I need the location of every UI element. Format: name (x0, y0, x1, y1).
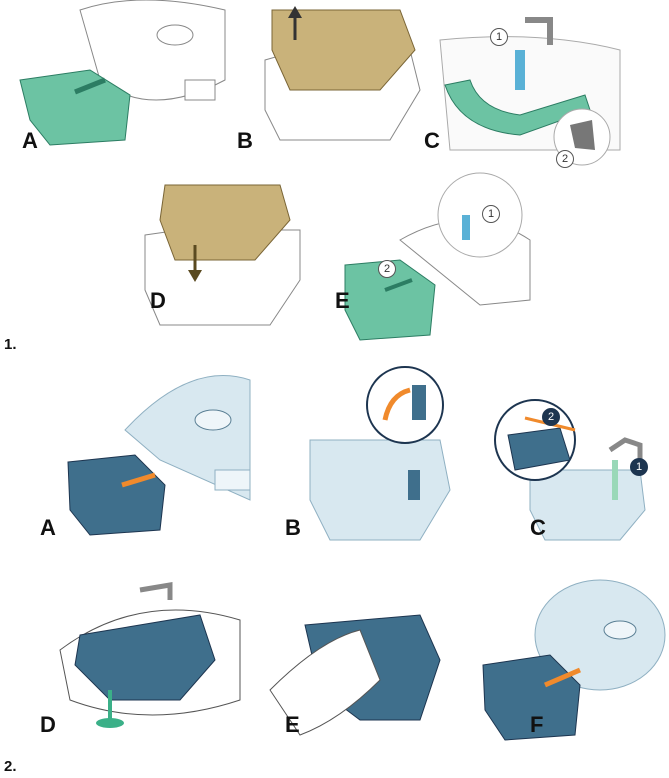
s2-step-e-illustration (269, 614, 441, 736)
s1-e-callout-2: 2 (378, 260, 396, 278)
s1-step-b-label: B (237, 128, 253, 153)
s2-step-b-label: B (285, 515, 301, 540)
s2-step-f-illustration (482, 579, 666, 741)
s2-step-d-label: D (40, 712, 56, 737)
s2-step-a-illustration (67, 375, 251, 536)
s2-step-d-illustration (59, 582, 241, 728)
s1-e-callout-1: 1 (482, 205, 500, 223)
s2-step-a-label: A (40, 515, 56, 540)
s1-step-e-illustration (344, 172, 531, 341)
s1-step-d-illustration (144, 184, 301, 326)
s1-c-callout-1: 1 (490, 28, 508, 46)
s1-step-e-label: E (335, 288, 350, 313)
s2-step-e-label: E (285, 712, 300, 737)
s2-step-f-label: F (530, 712, 544, 737)
s1-step-c-label: C (424, 128, 440, 153)
s2-c-callout-1: 1 (630, 458, 648, 476)
s1-step-c-illustration (439, 17, 621, 166)
s1-step-a-illustration (19, 0, 226, 146)
s1-c-callout-2: 2 (556, 150, 574, 168)
s1-step-a-label: A (22, 128, 38, 153)
section-1-number: 1. (4, 336, 17, 353)
s2-step-c-illustration (494, 399, 646, 541)
s2-step-b-illustration (309, 366, 451, 541)
section-2-number: 2. (4, 758, 17, 775)
s1-step-d-label: D (150, 288, 166, 313)
s2-step-c-label: C (530, 515, 546, 540)
s2-c-callout-2: 2 (542, 408, 560, 426)
s1-step-b-illustration (264, 6, 421, 141)
